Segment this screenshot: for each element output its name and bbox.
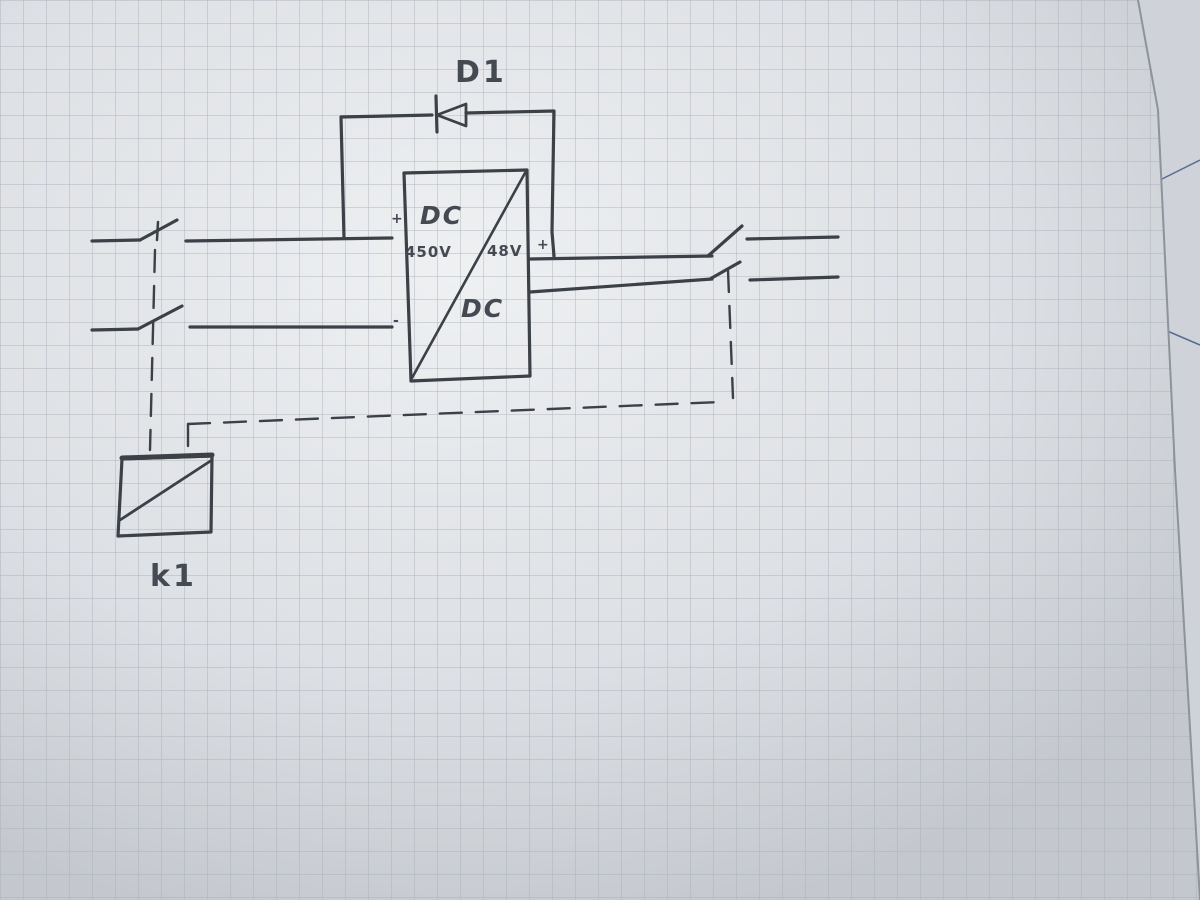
input-minus-sign: - — [393, 313, 399, 329]
dc-dc-converter-box — [402, 168, 532, 383]
input-voltage-label: 450V — [405, 243, 452, 261]
converter-top-label: DC — [420, 201, 463, 230]
input-plus-wire — [184, 236, 394, 243]
relay-linkage-dashed — [148, 248, 735, 454]
diode-loop-left — [339, 113, 434, 240]
relay-k1-coil — [116, 452, 215, 538]
input-switch-top — [90, 218, 179, 243]
input-plus-sign: + — [391, 211, 403, 227]
relay-label: k1 — [150, 559, 197, 594]
diode-label: D1 — [455, 55, 507, 90]
output-plus-wire — [528, 254, 714, 261]
output-voltage-label: 48V — [487, 242, 522, 260]
output-minus-wire — [528, 277, 714, 294]
converter-bottom-label: DC — [461, 294, 504, 323]
back-sheet-line — [1164, 329, 1200, 346]
output-switch — [706, 224, 840, 282]
diode-d1-symbol — [434, 94, 468, 134]
output-plus-sign: + — [537, 237, 549, 253]
input-switch-bottom — [90, 304, 184, 332]
diode-loop-right — [464, 109, 556, 258]
